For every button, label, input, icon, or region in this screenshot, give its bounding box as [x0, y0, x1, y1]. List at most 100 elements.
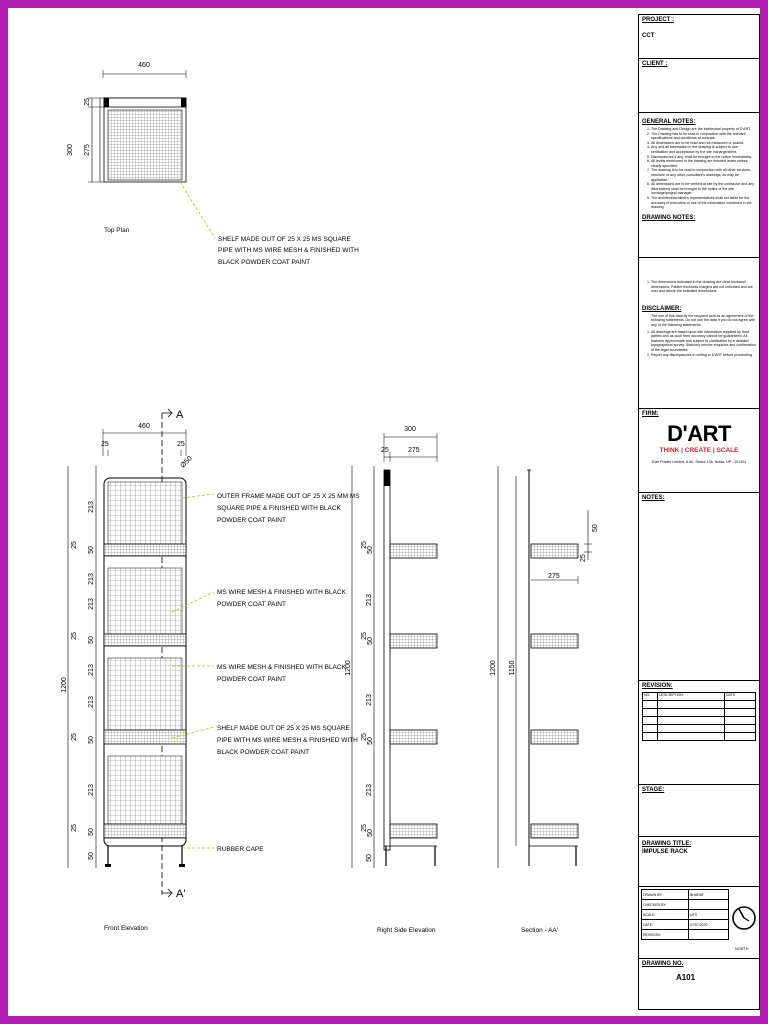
general-note: Discrepancies if any, shall be brought t… — [651, 155, 756, 160]
general-note: Any and all information in the drawing i… — [651, 145, 756, 154]
section-height-total: 1200 — [490, 660, 497, 676]
client-label: CLIENT : — [642, 61, 668, 67]
right-seg-1: 25 — [361, 541, 368, 549]
info-section: DRAWN BY:BHARAT CHECKED BY: SCALE:NTS DA… — [639, 887, 759, 959]
general-note: All dimensions are to be verified at sit… — [651, 182, 756, 196]
title-block: PROJECT : CCT CLIENT : GENERAL NOTES: Th… — [638, 14, 760, 1010]
front-seg-11: 50 — [88, 736, 95, 744]
notes-section: NOTES: — [639, 493, 759, 681]
rubber-cap-left — [105, 864, 111, 867]
front-left-a-dim: 25 — [101, 441, 109, 448]
front-shelf-1 — [103, 543, 187, 557]
right-seg-9: 213 — [366, 784, 373, 796]
top-plan-title: Top Plan — [104, 227, 130, 234]
right-shelf-4 — [389, 823, 438, 839]
section-title: Section - AA' — [521, 927, 558, 934]
firm-label: FIRM: — [642, 411, 659, 417]
section-shelf-3 — [530, 729, 579, 745]
right-shelf-2 — [389, 633, 438, 649]
section-height-inner: 1150 — [509, 660, 516, 675]
general-note: All dimensions are to be read and not me… — [651, 141, 756, 146]
project-label: PROJECT : — [642, 17, 675, 23]
front-mesh-panel-3 — [107, 657, 183, 731]
front-seg-7: 50 — [88, 636, 95, 644]
right-seg-4: 25 — [361, 632, 368, 640]
front-mesh-panel-2 — [107, 567, 183, 635]
right-side-elevation-view: 300 25 275 1200 25 50 213 25 50 213 25 5… — [345, 426, 438, 934]
front-callout-mesh-2: MS WIRE MESH & FINISHED WITH BLACK POWDE… — [217, 664, 348, 683]
front-right-a-dim: 25 — [177, 441, 185, 448]
info-label-checked-by: CHECKED BY: — [641, 899, 689, 910]
north-arrow-icon — [732, 906, 756, 930]
disclaimer-item: Report any discrepancies in writing to D… — [651, 353, 756, 358]
drawing-title-section: DRAWING TITLE: IMPULSE RACK — [639, 837, 759, 887]
front-callout-outer-frame: OUTER FRAME MADE OUT OF 25 X 25 MM MS SQ… — [217, 493, 361, 524]
revision-section: REVISION: NO. DESCRIPTION: DATE — [639, 681, 759, 785]
general-notes-section: GENERAL NOTES: The Drawing and Design ar… — [639, 113, 759, 258]
section-shelf-2 — [530, 633, 579, 649]
info-value-scale: NTS — [688, 909, 729, 920]
north-label: NORTH — [735, 947, 749, 951]
disclaimer-intro: The use of this data by the recipient ac… — [651, 313, 756, 327]
front-seg-2: 25 — [71, 541, 78, 549]
info-label-date: DATE: — [641, 919, 689, 930]
revision-header-date: DATE — [724, 692, 756, 701]
general-note: The architect/architect's representative… — [651, 196, 756, 210]
front-seg-13: 25 — [71, 824, 78, 832]
section-dim-a: 25 — [580, 554, 587, 562]
drawing-title-label: DRAWING TITLE: — [642, 841, 692, 847]
top-plan-depth-total: 300 — [67, 144, 74, 156]
section-aa-view: 275 25 50 1200 1150 Section - AA' — [490, 466, 599, 934]
top-plan-view: 460 300 25 275 Top Plan SHELF MADE OUT O… — [67, 62, 359, 266]
firm-section: FIRM: D'ART THINK | CREATE | SCALE D'art… — [639, 408, 759, 493]
front-seg-14: 50 — [88, 828, 95, 836]
revision-table: NO. DESCRIPTION: DATE — [642, 692, 756, 741]
drawing-no-section: DRAWING NO. A101 — [639, 959, 759, 1010]
info-value-checked-by — [688, 899, 729, 910]
front-shelf-4 — [103, 823, 187, 839]
notes-disclaimer-section: The dimensions indicated in the drawing … — [639, 258, 759, 408]
client-section: CLIENT : — [639, 59, 759, 113]
front-seg-15: 50 — [88, 852, 95, 860]
top-plan-width-dim: 460 — [138, 62, 150, 69]
front-callout-rubber-cape: RUBBER CAPE — [217, 846, 264, 853]
front-seg-9: 213 — [88, 696, 95, 708]
right-height-total: 1200 — [345, 660, 352, 676]
right-dim-total: 300 — [404, 426, 416, 433]
front-seg-1: 213 — [88, 501, 95, 513]
right-seg-10: 25 — [361, 824, 368, 832]
drawing-notes-label: DRAWING NOTES: — [642, 214, 696, 221]
front-height-segments: 213 25 50 213 213 25 50 213 213 25 50 21… — [71, 501, 95, 860]
drawing-no-value: A101 — [675, 973, 696, 982]
front-elevation-view: 460 25 25 Ø50 A A' 1200 213 25 50 213 — [61, 408, 361, 932]
revision-header-description: DESCRIPTION: — [657, 692, 725, 701]
front-mesh-panel-1 — [107, 481, 183, 545]
info-value-revision — [688, 929, 729, 940]
stage-label: STAGE: — [642, 787, 665, 793]
info-value-drawn-by: BHARAT — [688, 889, 729, 900]
drawing-no-label: DRAWING NO. — [642, 961, 684, 967]
section-shelf-dim: 275 — [548, 573, 560, 580]
firm-logo: D'ART — [667, 421, 731, 446]
front-seg-6: 25 — [71, 632, 78, 640]
right-dim-a: 25 — [381, 447, 389, 454]
right-seg-12: 50 — [366, 854, 373, 862]
front-height-total: 1200 — [61, 677, 68, 693]
project-section: PROJECT : CCT — [639, 15, 759, 59]
front-mesh-panel-4 — [107, 755, 183, 825]
disclaimer-item: All drawings are based upon site informa… — [651, 330, 756, 353]
front-seg-8: 213 — [88, 664, 95, 676]
drawing-title-value: IMPULSE RACK — [642, 849, 688, 855]
general-notes-label: GENERAL NOTES: — [642, 119, 696, 125]
top-plan-mesh — [107, 109, 183, 181]
general-note: All levels mentioned in the drawing are … — [651, 159, 756, 168]
right-dim-b: 275 — [408, 447, 420, 454]
front-seg-3: 50 — [88, 546, 95, 554]
drawing-note: The dimensions indicated in the drawing … — [651, 280, 756, 294]
disclaimer-list: All drawings are based upon site informa… — [651, 330, 756, 358]
info-table: DRAWN BY:BHARAT CHECKED BY: SCALE:NTS DA… — [641, 889, 729, 940]
rubber-cap-right — [179, 864, 185, 867]
front-shelf-3 — [103, 729, 187, 745]
